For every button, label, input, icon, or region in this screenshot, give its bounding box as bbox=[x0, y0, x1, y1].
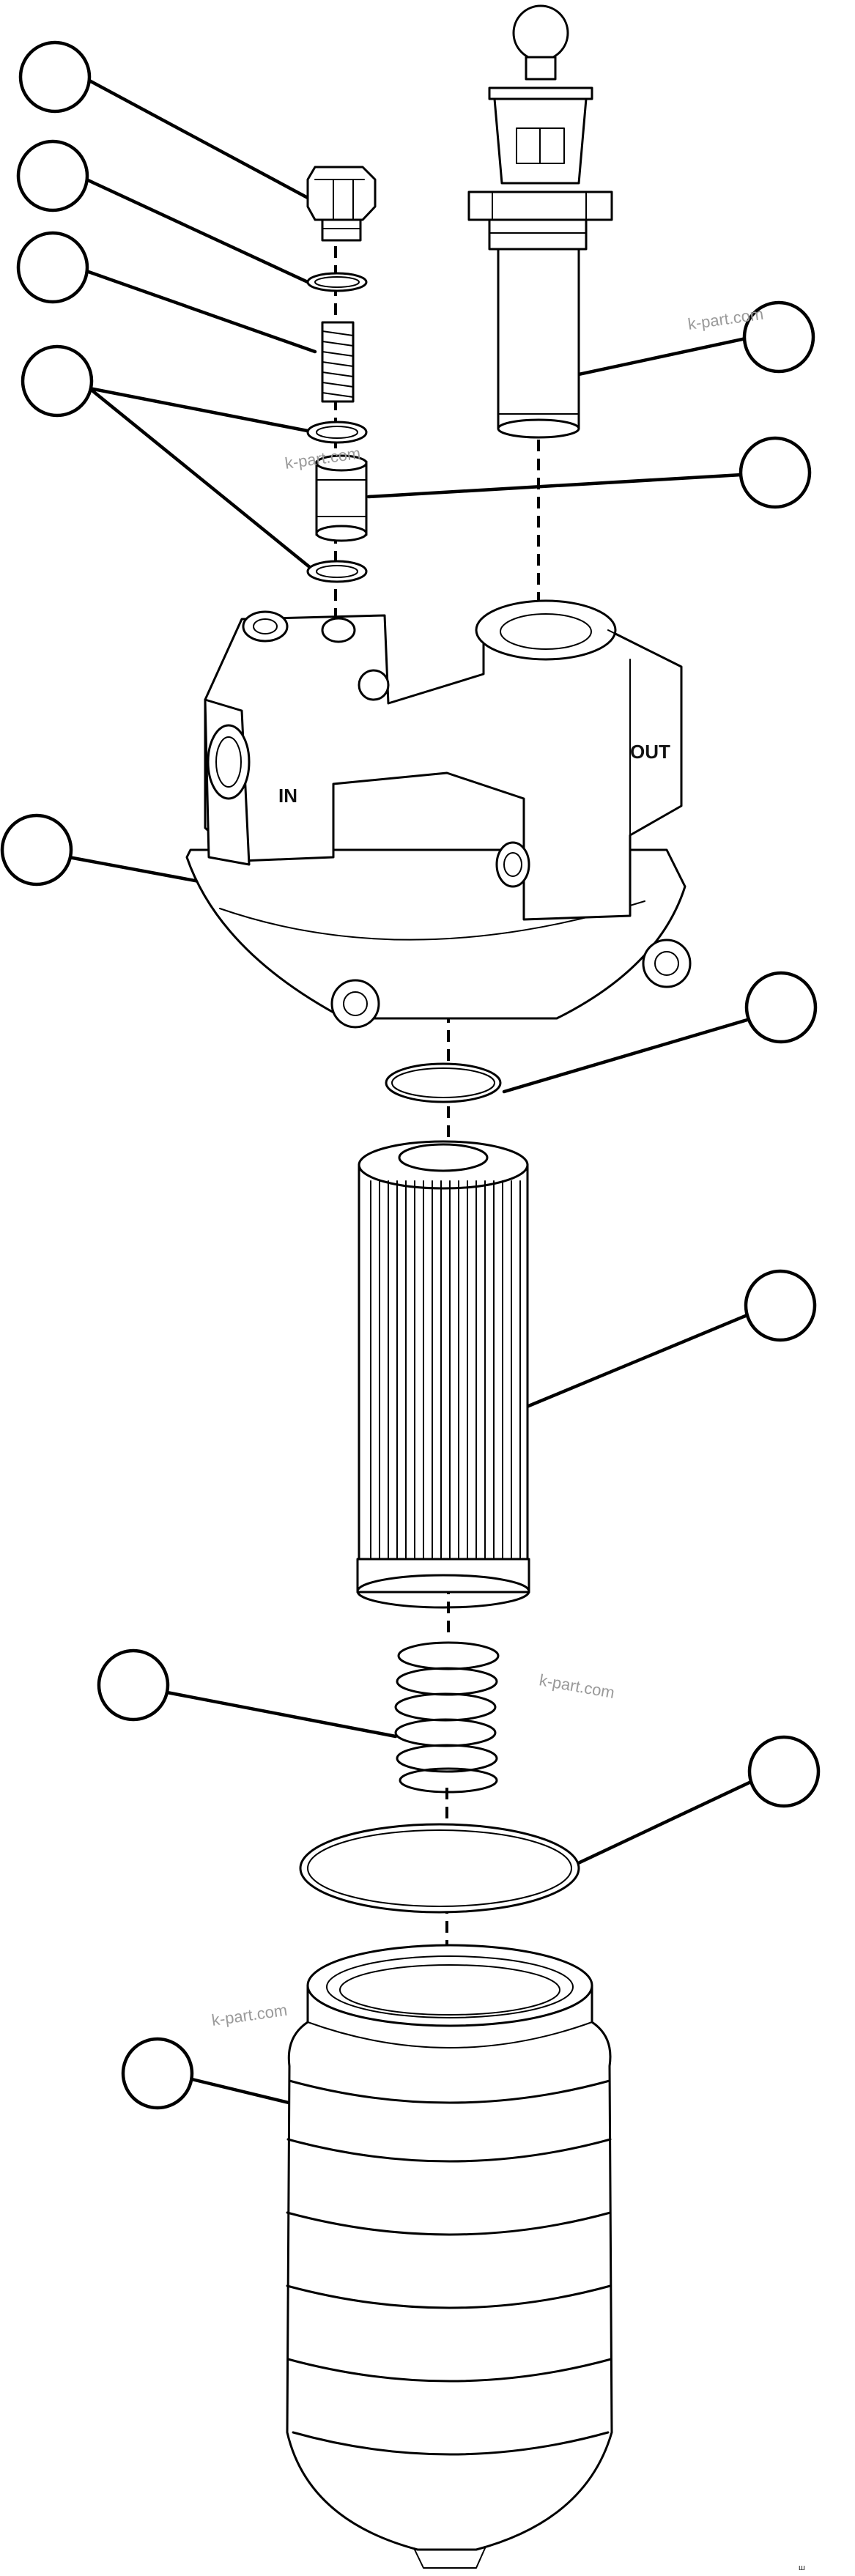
filter-bowl bbox=[286, 1944, 613, 2569]
callout-group bbox=[0, 40, 821, 2110]
callout-8[interactable] bbox=[502, 971, 818, 1094]
valve-spring bbox=[321, 321, 355, 403]
callout-2[interactable] bbox=[16, 139, 310, 284]
watermark-text: k-part.com bbox=[210, 2001, 288, 2029]
pressure-indicator bbox=[467, 4, 613, 439]
callout-1[interactable] bbox=[18, 40, 310, 200]
callout-3[interactable] bbox=[16, 231, 317, 354]
plug-part bbox=[306, 166, 377, 242]
seal-ring-small bbox=[306, 272, 368, 292]
callout-12[interactable] bbox=[121, 2037, 306, 2110]
o-ring-bowl bbox=[299, 1823, 580, 1914]
bowl-spring bbox=[394, 1641, 500, 1794]
callout-6[interactable] bbox=[366, 436, 812, 509]
callout-4[interactable] bbox=[21, 344, 317, 574]
callout-11[interactable] bbox=[573, 1735, 821, 1867]
washer-upper bbox=[306, 421, 368, 444]
filter-element bbox=[356, 1140, 530, 1609]
figure-code: ш bbox=[799, 2564, 805, 2572]
callout-5[interactable] bbox=[546, 300, 815, 383]
valve-poppet bbox=[315, 454, 368, 542]
o-ring-head bbox=[385, 1062, 502, 1103]
outlet-label: OUT bbox=[630, 741, 670, 763]
callout-10[interactable] bbox=[97, 1648, 398, 1739]
inlet-label: IN bbox=[278, 785, 297, 807]
watermark-text: k-part.com bbox=[538, 1670, 616, 1702]
washer-lower bbox=[306, 560, 368, 583]
callout-9[interactable] bbox=[507, 1269, 817, 1416]
filter-head: IN OUT bbox=[185, 599, 692, 1029]
